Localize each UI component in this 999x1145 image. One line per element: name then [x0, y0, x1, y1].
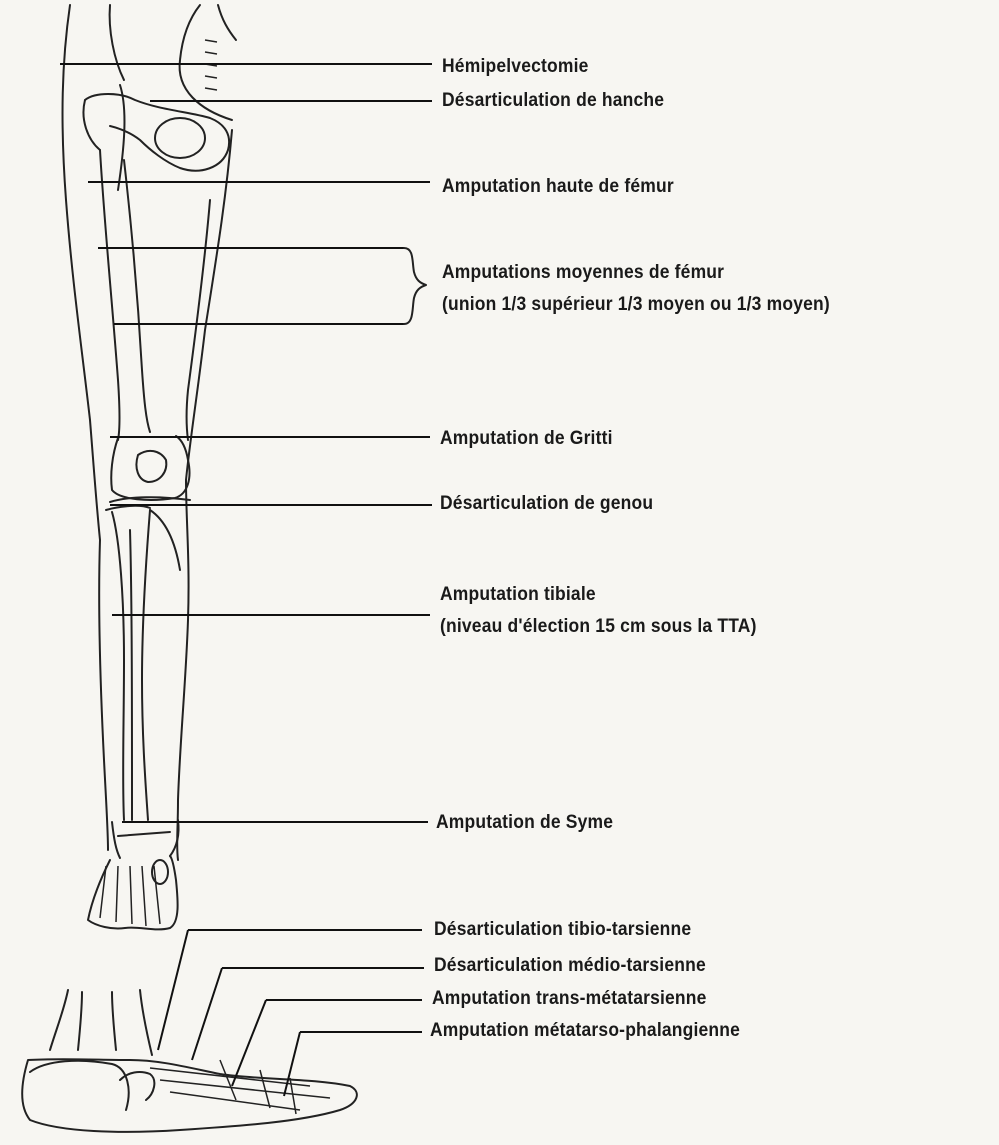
label-amputation-haute-femur: Amputation haute de fémur: [442, 176, 674, 198]
foot-top-view: [88, 820, 179, 929]
label-desarticulation-hanche: Désarticulation de hanche: [442, 90, 664, 112]
leader-tibio-tars: [158, 930, 188, 1050]
label-amputation-tibiale-detail: (niveau d'élection 15 cm sous la TTA): [440, 616, 757, 638]
leader-lines: [60, 64, 432, 1096]
label-amputations-moyennes-femur: Amputations moyennes de fémur: [442, 262, 724, 284]
label-amputations-moyennes-femur-detail: (union 1/3 supérieur 1/3 moyen ou 1/3 mo…: [442, 294, 830, 316]
label-desarticulation-tibio-tarsienne: Désarticulation tibio-tarsienne: [434, 919, 691, 941]
leader-medio-tars: [192, 968, 222, 1060]
label-amputation-syme: Amputation de Syme: [436, 812, 613, 834]
femur-bone: [100, 150, 210, 440]
label-amputation-metatarso-phalangienne: Amputation métatarso-phalangienne: [430, 1020, 740, 1042]
label-hemipelvectomie: Hémipelvectomie: [442, 56, 589, 78]
label-desarticulation-genou: Désarticulation de genou: [440, 493, 653, 515]
bracket: [404, 248, 426, 324]
label-amputation-gritti: Amputation de Gritti: [440, 428, 613, 450]
label-amputation-tibiale: Amputation tibiale: [440, 584, 596, 606]
knee-joint: [106, 436, 190, 510]
foot-side-view: [22, 990, 357, 1132]
label-amputation-trans-metatarsienne: Amputation trans-métatarsienne: [432, 988, 707, 1010]
label-desarticulation-medio-tarsienne: Désarticulation médio-tarsienne: [434, 955, 706, 977]
tibia-fibula-bones: [112, 510, 180, 820]
